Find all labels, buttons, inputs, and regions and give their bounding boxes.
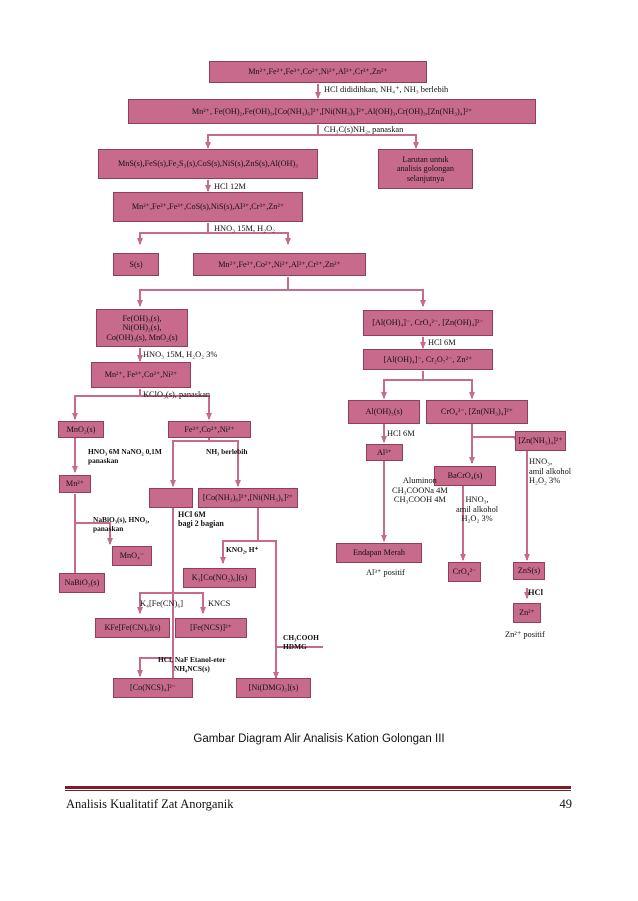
box-manganese-ion: Mn²⁺ [59,475,91,493]
box-zinc-sulfide: ZnS(s) [513,562,545,580]
box-ammine-complexes: [Co(NH₃)₆]²⁺,[Ni(NH₃)₆]²⁺ [198,488,298,508]
label-reagent-hcl-boil: HCl dididihkan, NH₄⁺, NH₃ berlebih [324,85,449,94]
box-potassium-cobaltinitrite: K₃[Co(NO₂)₆](s) [183,568,256,588]
label-aluminium-positive: Al³⁺ positif [366,568,405,577]
label-reagent-nabio3: NaBiO₃(s), HNO₃, panaskan [93,515,150,533]
box-chromate-zinc: CrO₄²⁻, [Zn(NH₃)₄]²⁺ [426,400,528,424]
label-reagent-aluminon: Aluminon CH₃COONa 4M CH₃COOH 4M [392,476,448,505]
box-cobalt-thiocyanate: [Co(NCS)₄]²⁻ [113,678,193,698]
box-barium-chromate: BaCrO₄(s) [434,466,496,486]
diagram-arrows [72,84,530,679]
label-reagent-thioacetamide: CH₃C(s)NH₂, panaskan [324,125,404,134]
box-nickel-dimethylglyoxime: [Ni(DMG)₂](s) [236,678,311,698]
box-fe-co-ni: Fe³⁺,Co²⁺,Ni²⁺ [168,421,251,438]
label-reagent-nh3-excess: NH₃ berlebih [206,447,248,456]
box-zinc-ammine: [Zn(NH₃)₄]²⁺ [515,431,566,451]
figure-caption: Gambar Diagram Alir Analisis Kation Golo… [193,733,445,745]
label-reagent-hno3-h2o2: HNO₃ 15M, H₂O₂ 3% [143,350,218,359]
label-reagent-kno2: KNO₂, H⁺ [226,545,259,554]
box-iron-hydroxide [149,488,193,508]
box-amphoteric-solution: [Al(OH)₄]⁻, CrO₄²⁻, [Zn(OH)₄]²⁻ [363,310,493,336]
box-sulfide-precipitate: MnS(s),FeS(s),Fe₂S₃(s),CoS(s),NiS(s),ZnS… [98,149,318,179]
label-zinc-positive: Zn²⁺ positif [505,630,545,639]
box-iron-thiocyanate: [Fe(NCS)]²⁺ [175,618,247,638]
label-reagent-hno3-nano2: HNO₃ 6M NaNO₂ 0,1M panaskan [88,447,162,465]
box-sulfur: S(s) [113,253,159,276]
box-hcl-solution: Mn²⁺,Fe²⁺,Fe³⁺,CoS(s),NiS(s),Al³⁺,Cr³⁺,Z… [113,192,303,222]
label-reagent-hcl-split: HCl 6M bagi 2 bagian [178,510,224,529]
box-prussian-blue: KFe[Fe(CN)₆](s) [95,618,170,638]
label-reagent-hno3-amyl-b: HNO₃, amil alkohol H₂O₂ 3% [456,495,499,524]
flow-diagram: Mn²⁺,Fe²⁺,Fe³⁺,Co²⁺,Ni²⁺,Al³⁺,Cr³⁺,Zn²⁺ … [58,58,602,700]
label-reagent-naf-ether: HCl, NaF Etanol-eter NH₄NCS(s) [158,655,226,673]
box-chromate-ion: CrO₄²⁻ [448,562,481,582]
box-zinc-ion: Zn²⁺ [513,603,541,623]
label-reagent-hcl-zn: HCl [528,588,543,597]
label-reagent-hcl-12m: HCl 12M [214,182,246,191]
box-hydroxide-precipitate: Fe(OH)₃(s), Ni(OH)₂(s), Co(OH)₃(s), MnO₂… [96,309,188,347]
label-reagent-kclo3: KClO₃(s), panaskan [143,390,211,399]
box-next-group-solution: Larutan untuk analisis golongan selanjut… [378,149,473,189]
footer-rule-thin [65,790,571,791]
box-ammonia-mixture: Mn²⁺, Fe(OH)₂,Fe(OH)₃,[Co(NH₃)₆]²⁺,[Ni(N… [128,99,536,124]
box-red-precipitate: Endapan Merah [336,543,422,563]
box-oxidized-cations: Mn²⁺,Fe³⁺,Co²⁺,Ni²⁺,Al³⁺,Cr³⁺,Zn²⁺ [193,253,366,276]
label-reagent-hno3-amyl-a: HNO₃, amil alkohol H₂O₂ 3% [529,457,572,486]
footer-rule [65,786,571,789]
box-permanganate: MnO₄⁻ [112,546,152,566]
box-aluminium-hydroxide: Al(OH)₃(s) [348,400,420,424]
label-reagent-hcl-6m-b: HCl 6M [387,429,415,438]
box-mno2: MnO₂(s) [58,421,104,438]
label-reagent-dmg: CH₃COOH HDMG [283,633,319,651]
box-dissolved-cations: Mn²⁺, Fe³⁺,Co²⁺,Ni²⁺ [91,362,191,388]
label-reagent-kncs: KNCS [208,599,231,608]
page-number: 49 [559,797,573,811]
box-sodium-bismuthate: NaBiO₃(s) [59,573,105,593]
label-reagent-hno3: HNO₃ 15M, H₂O₂ [214,224,276,233]
label-reagent-hcl-6m-a: HCl 6M [428,338,456,347]
box-dichromate-solution: [Al(OH)₄]⁻, Cr₂O₇²⁻, Zn²⁺ [363,349,493,370]
box-aluminium-ion: Al³⁺ [366,444,403,461]
label-reagent-ferrocyanide: K₄[Fe(CN)₆] [140,599,184,608]
footer-title: Analisis Kualitatif Zat Anorganik [66,797,234,811]
box-initial-cations: Mn²⁺,Fe²⁺,Fe³⁺,Co²⁺,Ni²⁺,Al³⁺,Cr³⁺,Zn²⁺ [209,61,427,83]
